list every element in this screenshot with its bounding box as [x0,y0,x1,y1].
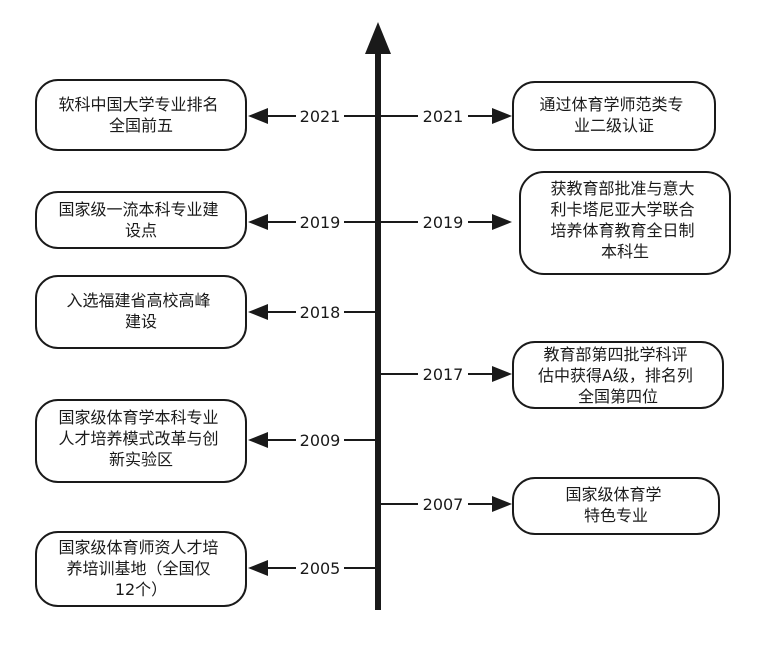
event-box [512,81,716,151]
event-text: 获教育部批准与意大 利卡塔尼亚大学联合 培养体育教育全日制 本科生 [550,179,699,261]
event-box [35,399,247,483]
event-text: 教育部第四批学科评 估中获得A级，排名列 全国第四位 [538,345,698,406]
left-event: 国家级体育师资人才培 养培训基地（全国仅 12个） 2005 [35,531,376,607]
event-text: 入选福建省高校高峰 建设 [66,291,215,331]
event-year: 2009 [300,431,341,450]
event-year: 2021 [300,107,341,126]
right-event: 2017 教育部第四批学科评 估中获得A级，排名列 全国第四位 [380,341,724,409]
right-event: 2021 通过体育学师范类专 业二级认证 [380,81,716,151]
event-year: 2021 [423,107,464,126]
left-event: 软科中国大学专业排名 全国前五 2021 [35,79,376,151]
event-box [512,341,724,409]
arrow-head [248,108,268,124]
event-year: 2018 [300,303,341,322]
left-event: 入选福建省高校高峰 建设 2018 [35,275,376,349]
event-text: 国家级一流本科专业建 设点 [58,200,223,240]
event-text: 国家级体育学本科专业 人才培养模式改革与创 新实验区 [58,408,223,469]
event-box [35,79,247,151]
left-event: 国家级一流本科专业建 设点 2019 [35,191,376,249]
event-box [35,531,247,607]
axis-arrow-head [365,22,391,54]
right-event: 2007 国家级体育学 特色专业 [380,477,720,535]
arrow-head [248,214,268,230]
event-year: 2005 [300,559,341,578]
event-year: 2019 [300,213,341,232]
event-text: 软科中国大学专业排名 全国前五 [58,95,223,135]
right-event: 2019 获教育部批准与意大 利卡塔尼亚大学联合 培养体育教育全日制 本科生 [380,171,731,275]
event-box [35,191,247,249]
event-text: 国家级体育学 特色专业 [565,485,666,525]
arrow-head [492,214,512,230]
arrow-head [248,304,268,320]
event-box [519,171,731,275]
event-text: 国家级体育师资人才培 养培训基地（全国仅 12个） [58,538,223,599]
event-year: 2017 [423,365,464,384]
arrow-head [492,496,512,512]
event-year: 2007 [423,495,464,514]
arrow-head [248,432,268,448]
event-text: 通过体育学师范类专 业二级认证 [539,95,688,135]
event-box [35,275,247,349]
arrow-head [248,560,268,576]
event-box [512,477,720,535]
event-year: 2019 [423,213,464,232]
arrow-head [492,366,512,382]
arrow-head [492,108,512,124]
left-event: 国家级体育学本科专业 人才培养模式改革与创 新实验区 2009 [35,399,376,483]
